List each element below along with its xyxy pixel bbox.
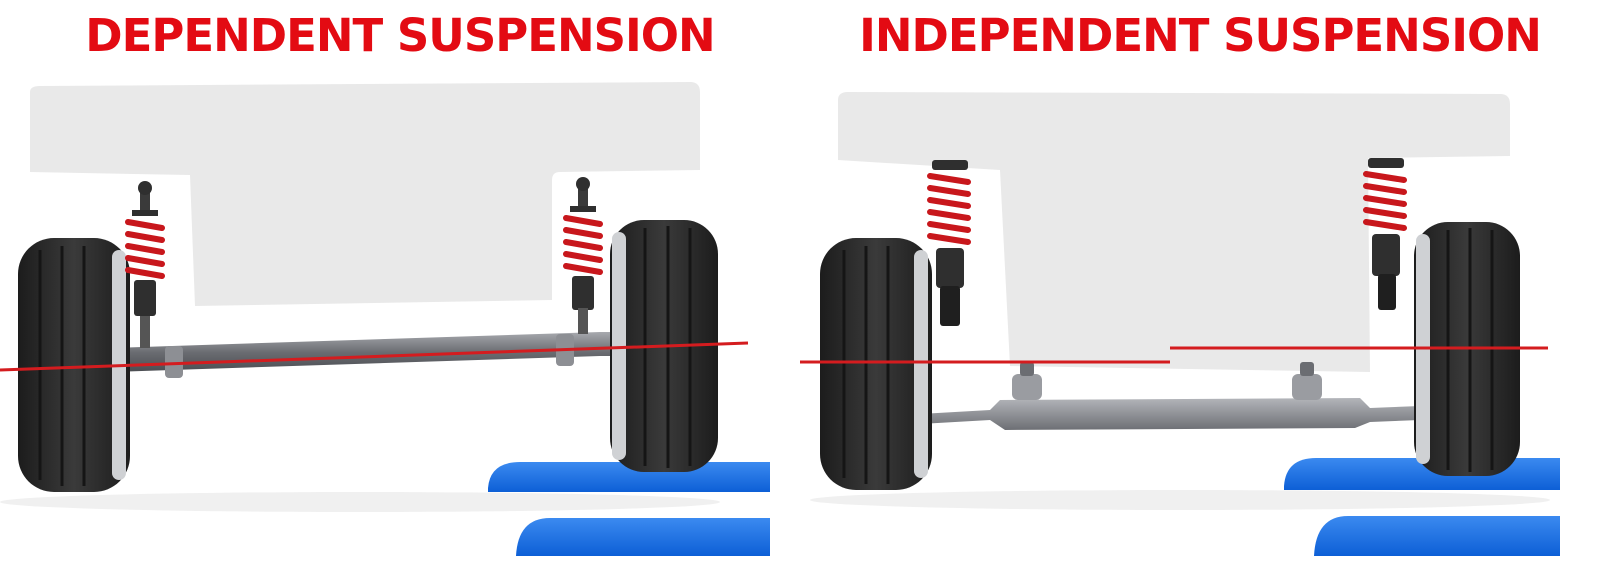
dependent-suspension-illustration	[0, 82, 770, 556]
ramp-lower	[516, 518, 770, 556]
ground-shadow	[0, 492, 720, 512]
car-body	[30, 82, 700, 306]
left-strut	[927, 160, 971, 326]
reference-line	[0, 341, 749, 372]
ramp-lower	[1314, 516, 1560, 556]
ground-shadow	[810, 490, 1550, 510]
right-coil-spring	[563, 177, 603, 334]
independent-suspension-title: INDEPENDENT SUSPENSION	[859, 9, 1542, 62]
ramp-upper	[488, 462, 770, 492]
dependent-suspension-panel: DEPENDENT SUSPENSION	[0, 9, 770, 556]
independent-suspension-illustration	[800, 92, 1560, 556]
left-coil-spring	[125, 181, 165, 348]
axle-bracket-left	[165, 346, 183, 378]
solid-axle	[110, 332, 620, 372]
right-strut	[1363, 158, 1407, 310]
car-body	[838, 92, 1510, 372]
independent-suspension-panel: INDEPENDENT SUSPENSION	[800, 0, 1600, 584]
left-wheel	[820, 238, 932, 490]
dependent-suspension-title: DEPENDENT SUSPENSION	[85, 9, 715, 62]
subframe	[920, 362, 1420, 430]
